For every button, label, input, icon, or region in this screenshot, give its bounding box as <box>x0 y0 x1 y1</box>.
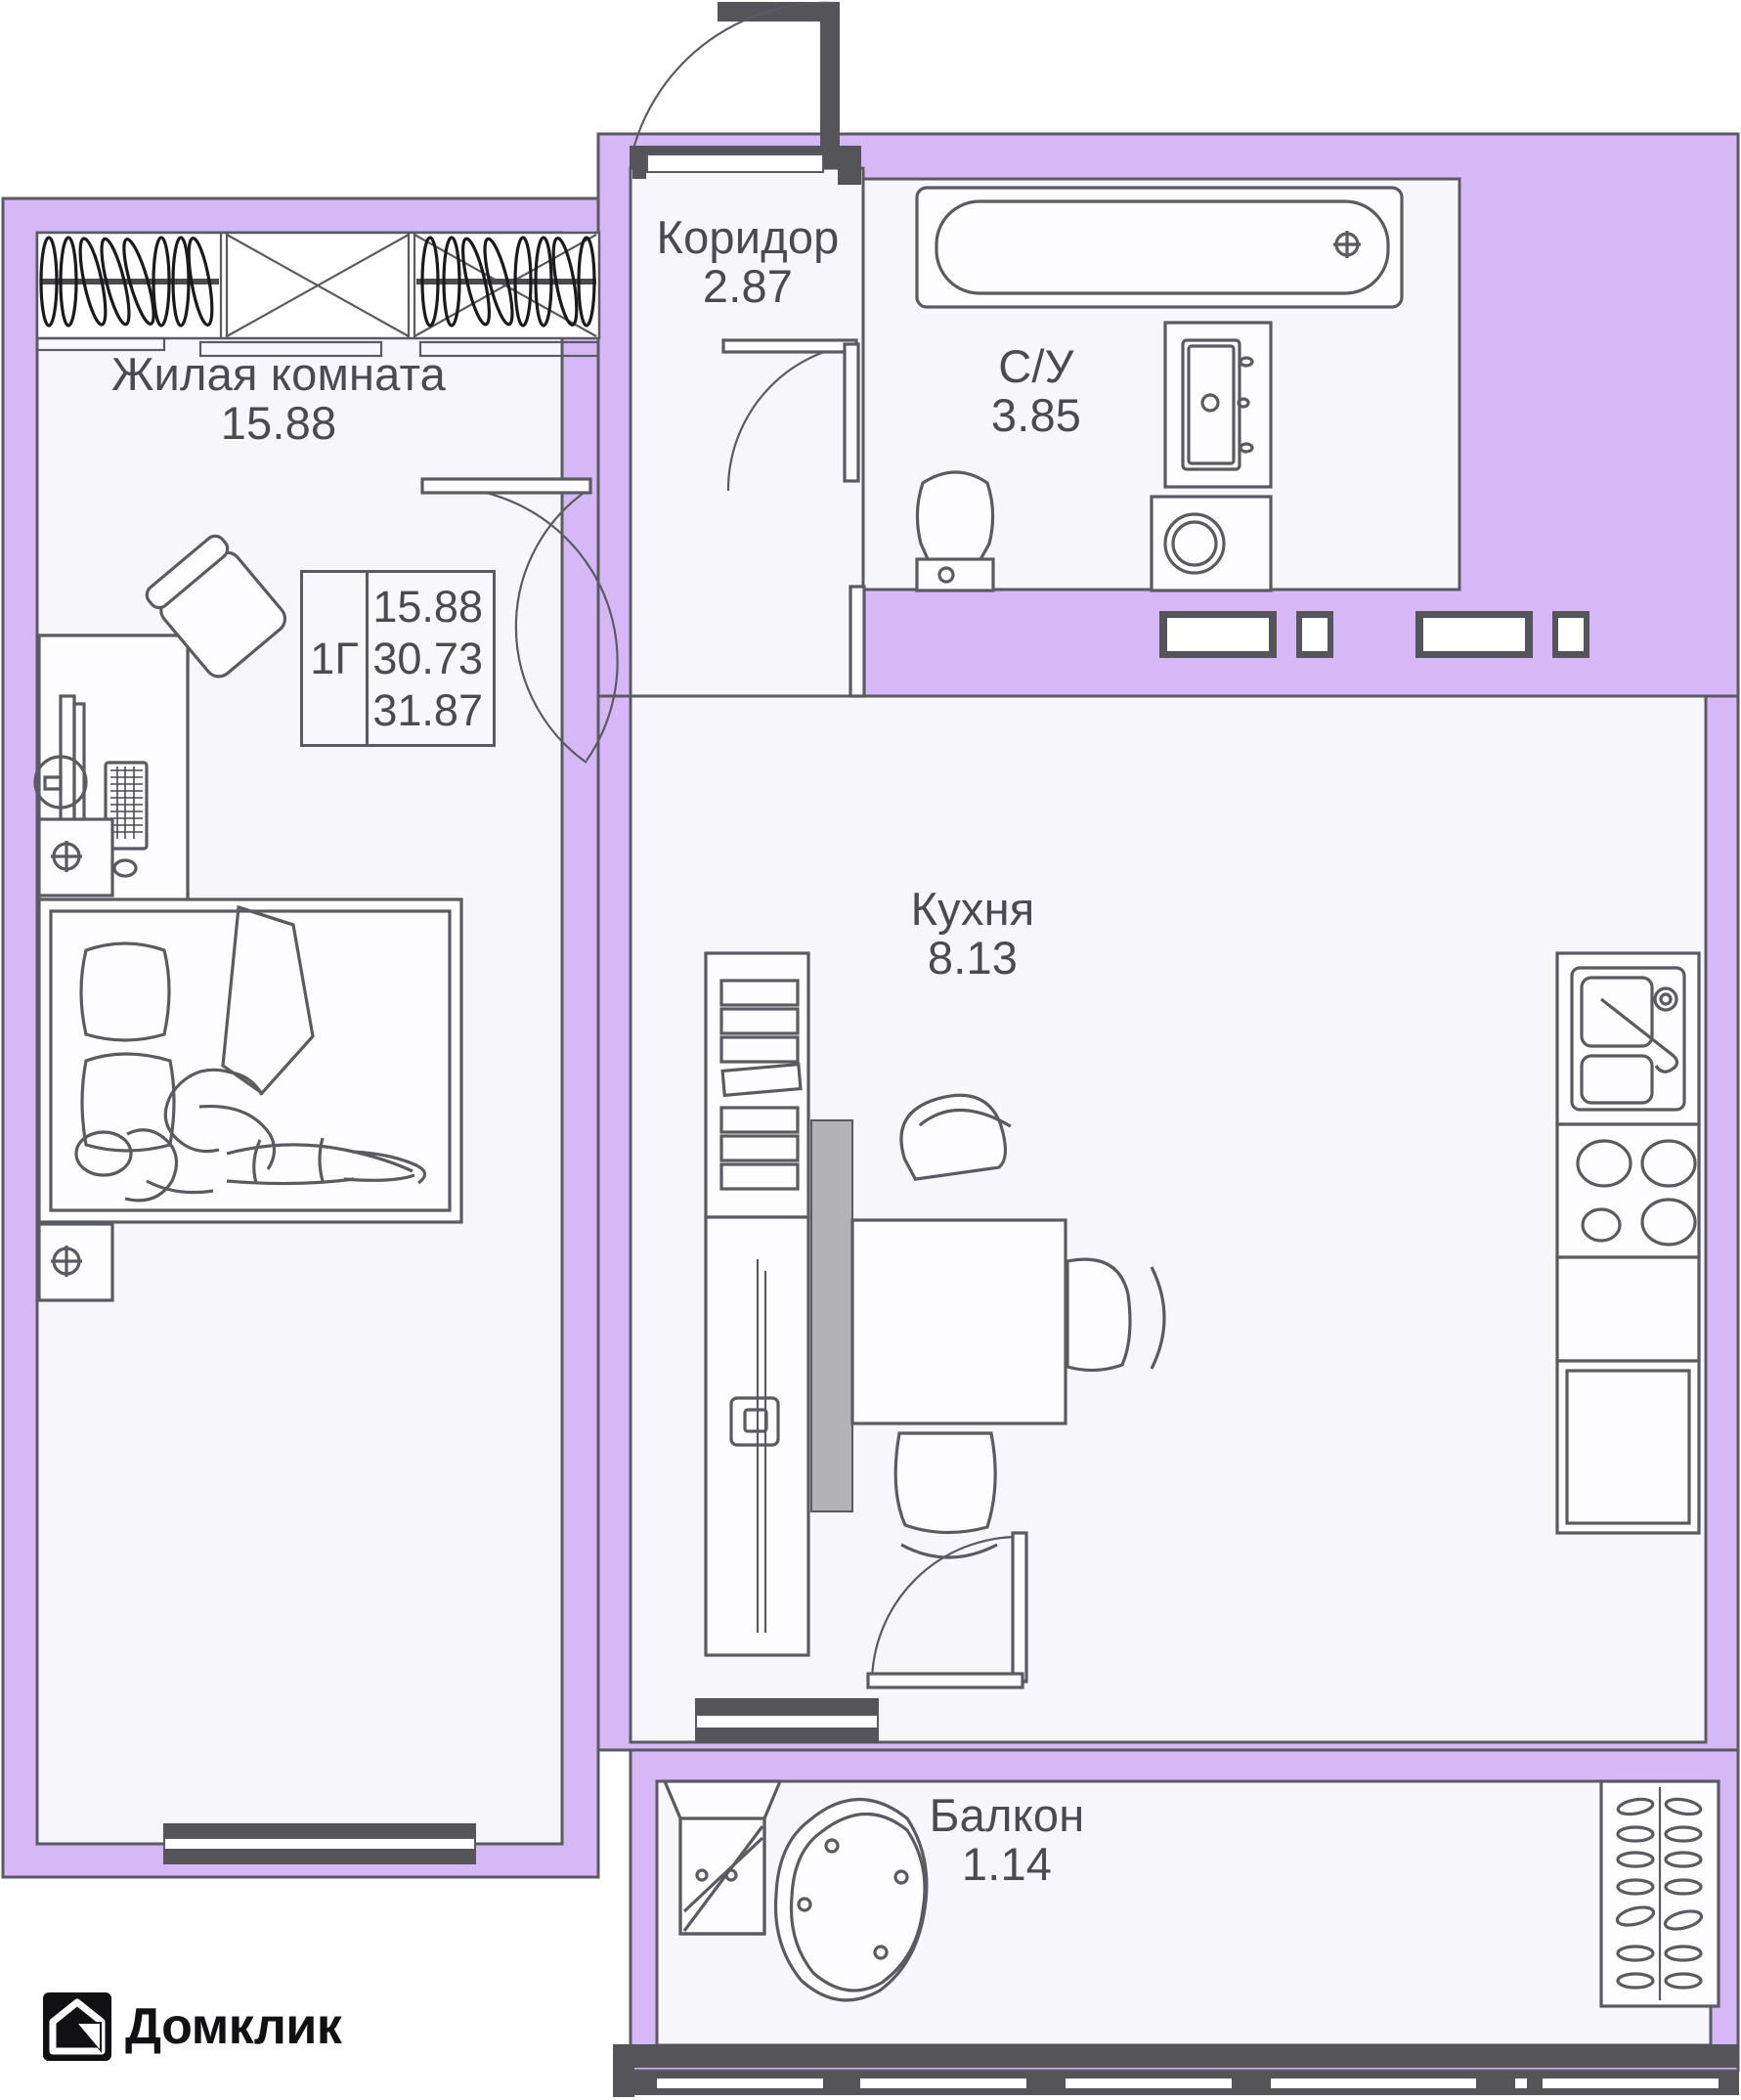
room-area: 8.13 <box>927 931 1019 984</box>
house-cursor-icon <box>43 1992 111 2061</box>
drying-rack <box>1599 1779 1720 2008</box>
mouse <box>112 858 138 878</box>
ventilation-ducts <box>1159 611 1589 658</box>
layout-code: 1Г <box>310 633 359 683</box>
total-area-value: 31.87 <box>372 685 483 736</box>
dining-chair <box>1066 1257 1166 1373</box>
bath-drain <box>1333 231 1361 258</box>
room-name: Жилая комната <box>110 348 447 400</box>
pillow <box>79 941 171 1042</box>
person-sleeping <box>74 1068 427 1203</box>
kitchen-contents <box>695 951 1701 1743</box>
ventilation-duct <box>1296 611 1333 658</box>
bathroom-door <box>849 585 866 698</box>
dining-table <box>850 1218 1067 1425</box>
room-label-bathroom: С/У 3.85 <box>924 342 1149 440</box>
kitchen-sink <box>1555 951 1701 1126</box>
area-values-cell: 15.88 30.73 31.87 <box>369 573 493 744</box>
balcony-contents <box>662 1779 1720 2008</box>
room-name: Коридор <box>656 211 840 263</box>
nightstand-left-knob <box>51 841 82 872</box>
countertop <box>1555 1255 1701 1363</box>
room-name: Балкон <box>929 1789 1085 1841</box>
sink-vanity <box>1163 321 1273 489</box>
bathtub <box>915 186 1404 309</box>
corridor-contents <box>721 338 860 492</box>
refrigerator <box>1555 1359 1701 1535</box>
room-name: Кухня <box>910 883 1035 935</box>
dining-chair <box>899 1093 1012 1181</box>
entry-door <box>631 1 835 179</box>
layout-code-cell: 1Г <box>303 573 369 744</box>
ventilation-duct <box>1159 611 1277 658</box>
office-chair <box>145 534 287 678</box>
area-summary-box: 1Г 15.88 30.73 31.87 <box>300 570 496 747</box>
nightstand-right-knob <box>51 1246 82 1277</box>
stove <box>1555 1122 1701 1259</box>
balcony-table <box>773 1797 929 2002</box>
shelving-divider <box>704 951 853 1657</box>
ventilation-duct <box>1552 611 1589 658</box>
corridor-door-kitchen <box>721 338 860 492</box>
bed <box>37 897 463 1224</box>
living-room-window <box>163 1823 476 1864</box>
living-room-contents <box>33 231 619 1864</box>
room-area: 1.14 <box>961 1837 1053 1890</box>
dining-chair <box>893 1431 998 1559</box>
ventilation-duct <box>1415 611 1533 658</box>
room-label-kitchen: Кухня 8.13 <box>850 885 1095 983</box>
kitchen-balcony-door <box>866 1531 1028 1689</box>
balcony-chair <box>662 1779 783 1936</box>
room-name: С/У <box>998 340 1074 392</box>
living-area-value: 15.88 <box>372 581 483 632</box>
logo-wordmark: Домклик <box>125 1998 342 2055</box>
room-label-balcony: Балкон 1.14 <box>880 1791 1134 1889</box>
room-area: 2.87 <box>702 259 794 312</box>
keyboard <box>104 761 149 851</box>
room-area: 15.88 <box>220 396 337 449</box>
living-room-door <box>420 477 619 764</box>
wardrobe-closet <box>35 231 601 358</box>
domclick-logo: Домклик <box>43 1992 342 2061</box>
bathroom-contents <box>849 186 1404 698</box>
toilet <box>915 470 995 592</box>
room-label-living: Жилая комната 15.88 <box>39 350 518 448</box>
area-without-balcony-value: 30.73 <box>372 633 483 683</box>
structural-walls <box>613 2 1739 2097</box>
washing-machine <box>1150 495 1273 592</box>
room-label-corridor: Коридор 2.87 <box>631 213 865 311</box>
kitchen-threshold <box>695 1698 879 1743</box>
corridor-floor <box>629 166 865 698</box>
room-area: 3.85 <box>990 388 1082 441</box>
